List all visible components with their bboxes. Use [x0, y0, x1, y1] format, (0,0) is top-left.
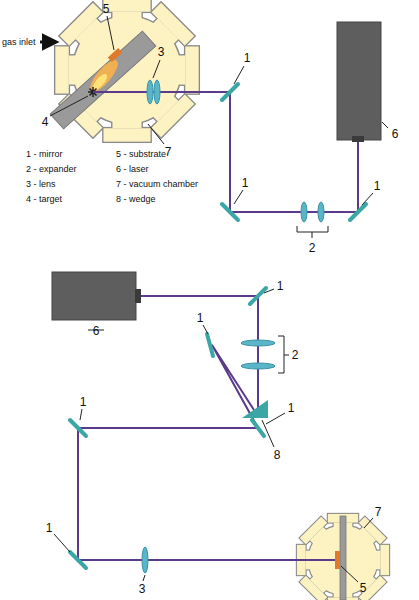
svg-line [262, 420, 274, 447]
callout-number: 7 [375, 506, 382, 518]
callout-number: 5 [360, 582, 367, 594]
svg-line [264, 289, 274, 293]
svg-line [266, 413, 285, 424]
expander-lens [301, 202, 307, 222]
svg-line [50, 96, 88, 116]
svg-line [143, 575, 145, 581]
svg-line [153, 60, 160, 78]
laser-beam [93, 92, 358, 212]
svg-line [362, 193, 373, 205]
svg-line [341, 566, 358, 582]
expander-lens [241, 340, 275, 346]
legend-text: 1 - mirror [26, 150, 63, 159]
laser-aperture [135, 289, 141, 303]
callout-number: 4 [42, 116, 49, 128]
callout-number: 1 [242, 177, 249, 189]
substrate [335, 551, 340, 569]
callout-number: 3 [158, 46, 165, 58]
expander-lens [318, 202, 324, 222]
lens [154, 80, 160, 104]
leader-line [50, 16, 388, 205]
gas-inlet-arrow [40, 41, 56, 44]
svg-line [350, 204, 366, 220]
expander-lens [241, 363, 275, 369]
svg-line [382, 122, 388, 128]
svg-line [364, 518, 373, 528]
lens [142, 547, 148, 573]
svg-line [252, 420, 264, 436]
svg-line [222, 204, 238, 220]
vacuum-chamber [297, 514, 389, 600]
substrate [108, 48, 122, 62]
laser-beam [141, 296, 258, 408]
legend-text: 3 - lens [26, 180, 56, 189]
laser [337, 22, 381, 140]
target-holder [50, 31, 156, 129]
svg-line [250, 288, 266, 304]
callout-number: 8 [274, 449, 281, 461]
callout-number: 2 [309, 242, 316, 254]
callout-number: 1 [288, 402, 295, 414]
svg-line [207, 334, 213, 356]
callout-number: 6 [93, 325, 100, 337]
callout-number: 5 [103, 3, 110, 15]
wedge [242, 400, 268, 418]
svg-use [297, 514, 389, 600]
callout-number: 1 [46, 522, 53, 534]
callout-number: 1 [80, 396, 87, 408]
svg-use [297, 514, 389, 600]
legend-text: 7 - vacuum chamber [116, 180, 198, 189]
callout-number: 1 [374, 180, 381, 192]
svg-line [70, 420, 86, 436]
laser-aperture [352, 136, 364, 142]
svg-line [80, 409, 82, 420]
legend-text: 2 - expander [26, 165, 77, 174]
lens [147, 80, 153, 104]
legend-text: 5 - substrate [116, 150, 166, 159]
callout-number: 1 [277, 280, 284, 292]
svg-line [107, 16, 114, 50]
leader-line [54, 289, 373, 582]
callout-number: 2 [292, 349, 299, 361]
substrate-holder [340, 516, 346, 600]
mirror [70, 288, 266, 568]
callout-number: 6 [392, 128, 399, 140]
svg-rect [50, 31, 156, 129]
laser-beam [78, 345, 335, 560]
legend-text: gas inlet [2, 38, 36, 47]
mirror [222, 84, 366, 220]
legend-text: 8 - wedge [116, 195, 156, 204]
svg-line [234, 66, 244, 84]
legend-text: 6 - laser [116, 165, 149, 174]
callout-number: 1 [244, 52, 251, 64]
svg-line [54, 534, 70, 552]
expander-bracket [297, 226, 328, 238]
svg-line [203, 325, 208, 334]
callout-number: 3 [139, 583, 146, 595]
svg-line [222, 84, 238, 100]
svg-line [234, 190, 243, 204]
svg-line [70, 552, 86, 568]
svg-line [148, 124, 164, 144]
legend-text: 4 - target [26, 195, 62, 204]
laser [52, 272, 136, 320]
callout-number: 1 [197, 312, 204, 324]
expander-bracket [278, 336, 289, 373]
